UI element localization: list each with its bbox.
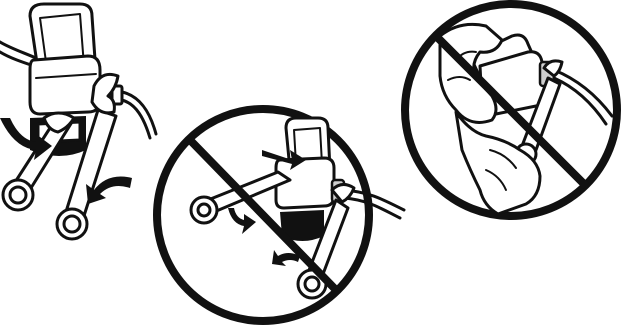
connector-body: [30, 56, 100, 114]
panel-wrong-method-1: [157, 109, 404, 321]
panel-correct-method: [0, 4, 156, 239]
panel-wrong-method-2: [405, 4, 617, 216]
